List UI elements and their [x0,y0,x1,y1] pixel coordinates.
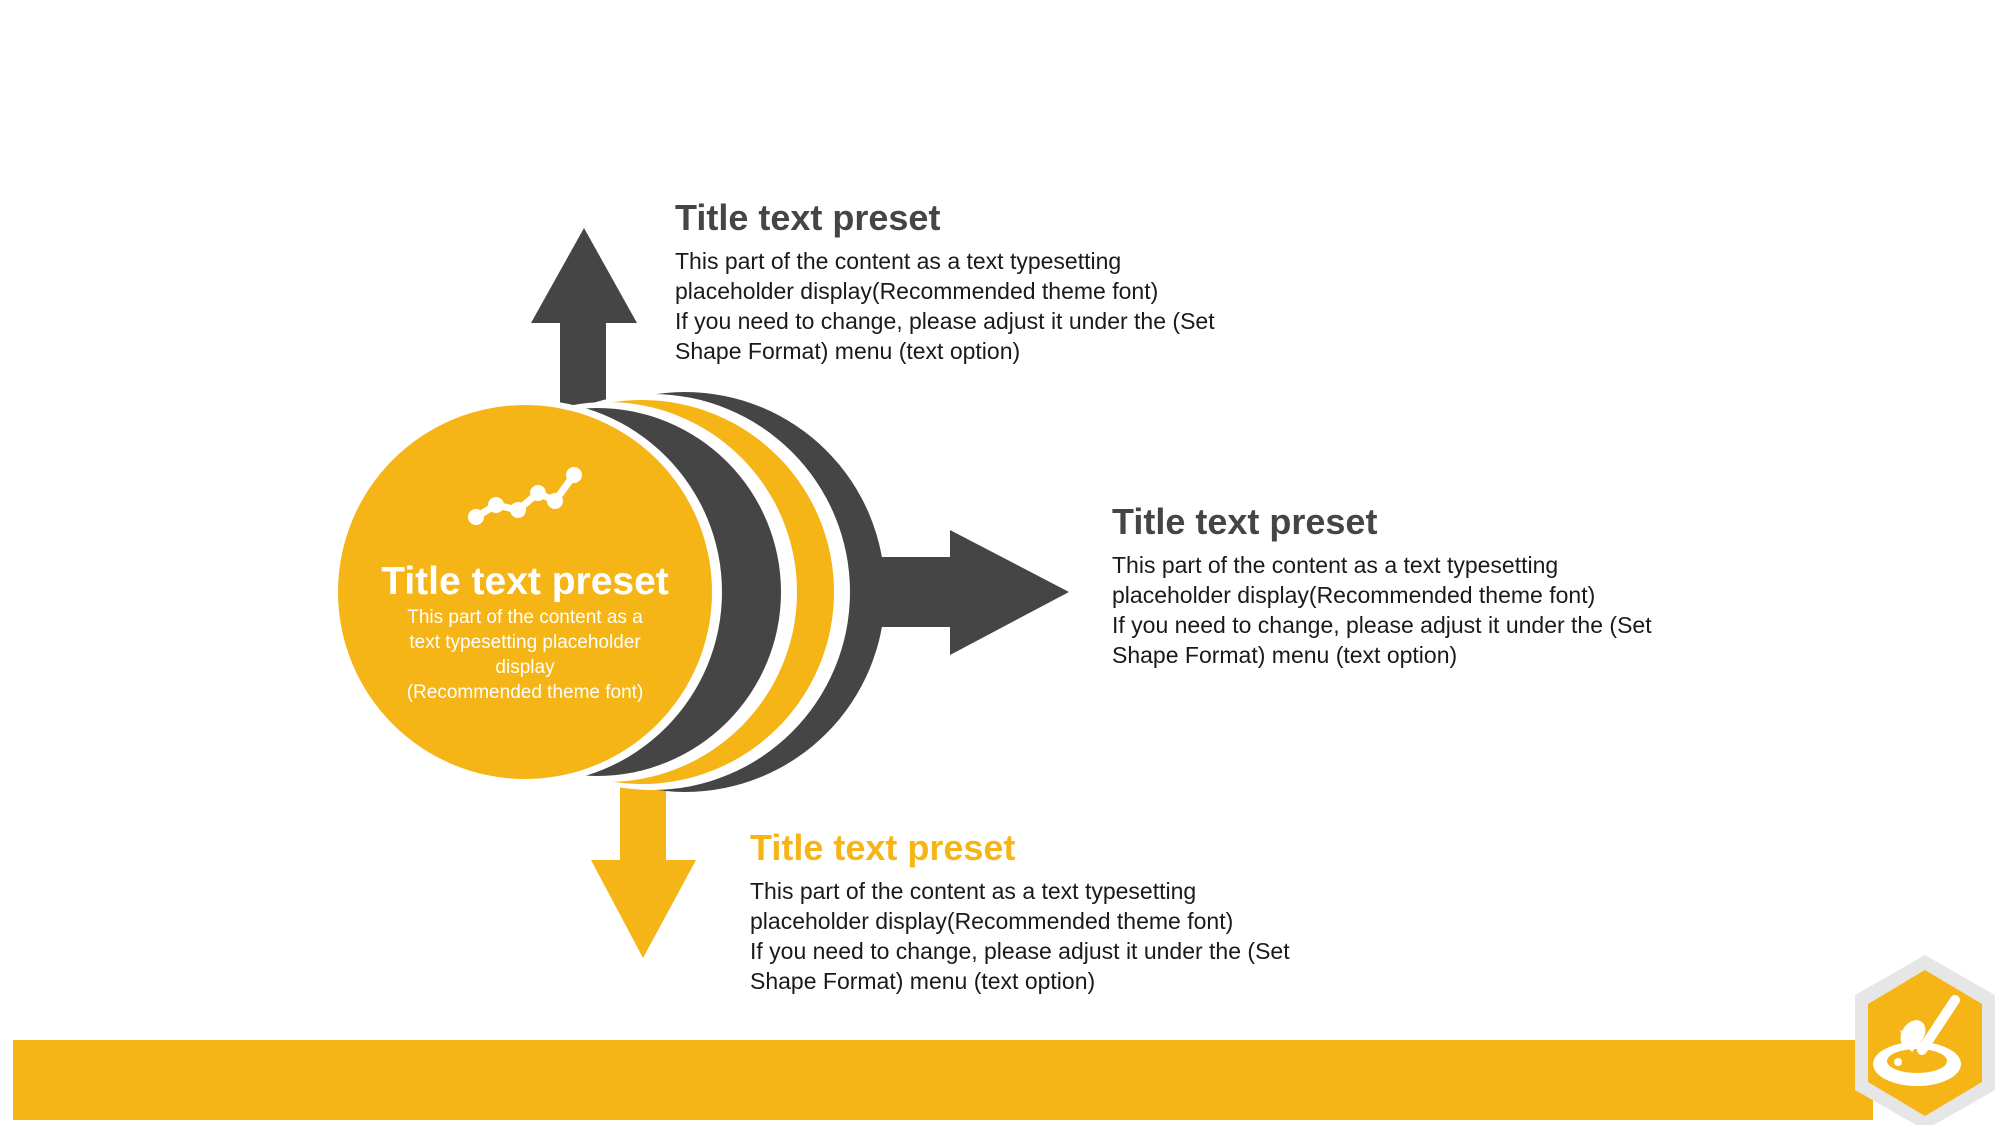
honey-dipper-icon [1873,995,1961,1086]
center-body-line: display [495,657,555,678]
callout-body-line: This part of the content as a text types… [1112,552,1559,578]
callout-body-line: This part of the content as a text types… [675,248,1122,274]
callout-title: Title text preset [750,827,1016,868]
center-body: This part of the content as a text types… [340,605,710,705]
center-body-line: (Recommended theme font) [406,682,644,703]
callout-body-line: Shape Format) menu (text option) [750,968,1096,994]
callout-body: This part of the content as a text types… [675,246,1315,366]
callout-body-line: placeholder display(Recommended theme fo… [750,908,1234,934]
logo-badge [1855,955,1995,1125]
callout-middle: Title text preset This part of the conte… [1112,500,1752,670]
callout-title: Title text preset [675,197,941,238]
trend-line-icon [468,467,582,525]
callout-body-line: If you need to change, please adjust it … [1112,612,1652,638]
center-title: Title text preset [381,560,669,603]
center-body-line: text typesetting placeholder [409,632,641,653]
callout-body-line: placeholder display(Recommended theme fo… [1112,582,1596,608]
callout-body-line: placeholder display(Recommended theme fo… [675,278,1159,304]
footer-bar [13,1040,1873,1120]
callout-body: This part of the content as a text types… [1112,550,1752,670]
callout-bottom: Title text preset This part of the conte… [750,826,1390,996]
center-body-line: This part of the content as a [407,607,643,628]
callout-title: Title text preset [1112,501,1378,542]
callout-body-line: If you need to change, please adjust it … [750,938,1290,964]
callout-body: This part of the content as a text types… [750,876,1390,996]
callout-body-line: If you need to change, please adjust it … [675,308,1215,334]
center-text-block: Title text preset This part of the conte… [340,560,710,705]
callout-body-line: This part of the content as a text types… [750,878,1197,904]
arrow-down [591,770,696,958]
callout-body-line: Shape Format) menu (text option) [1112,642,1458,668]
callout-top: Title text preset This part of the conte… [675,196,1315,366]
callout-body-line: Shape Format) menu (text option) [675,338,1021,364]
center-circle [338,405,712,779]
